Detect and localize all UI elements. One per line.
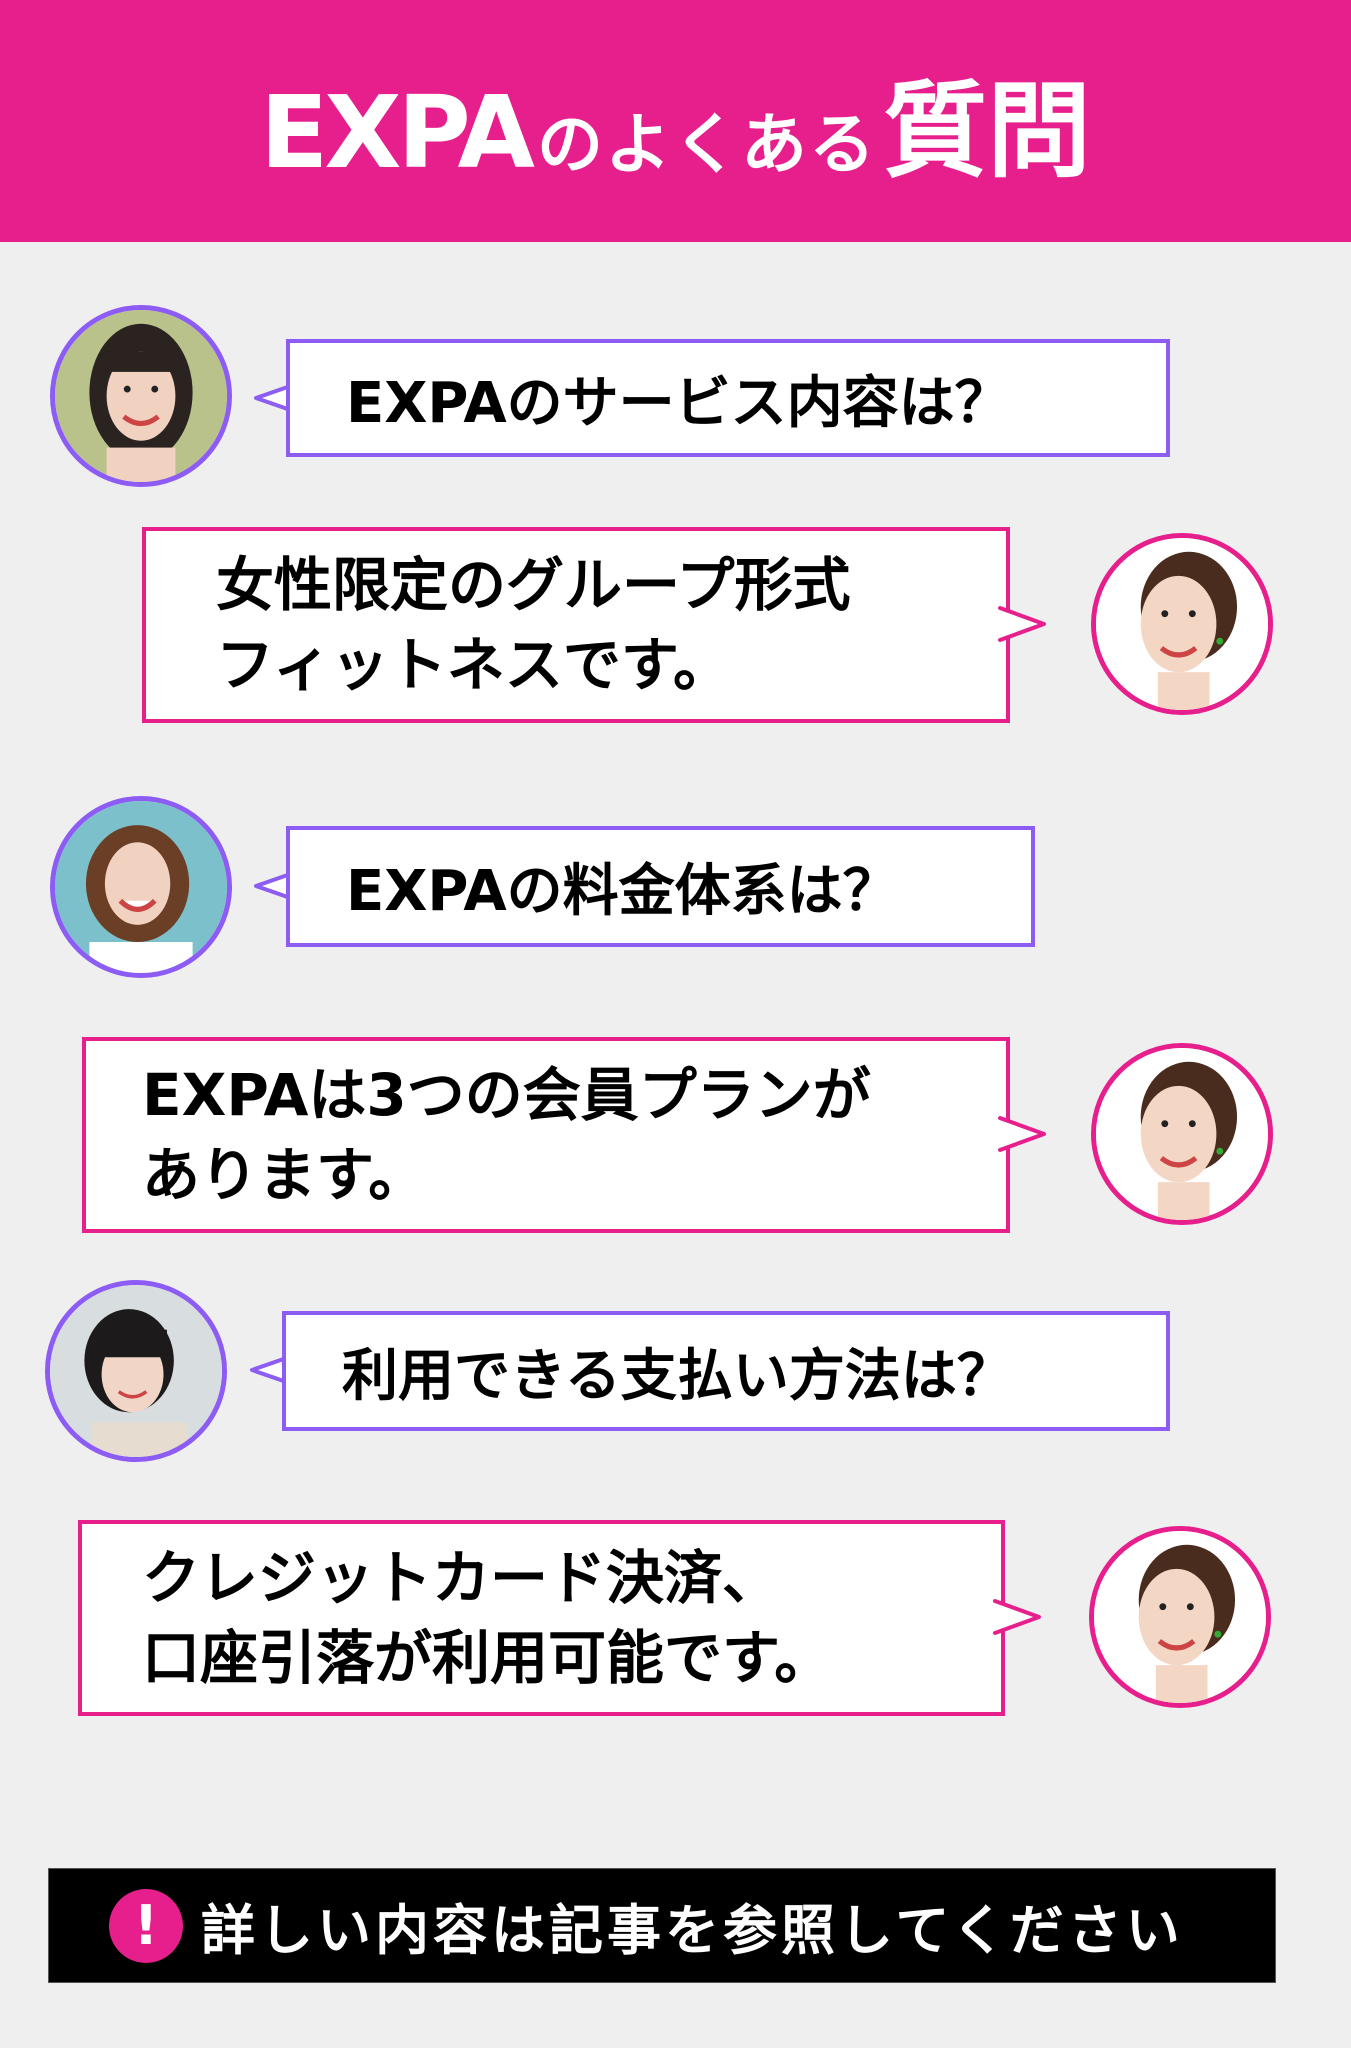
- question-text: 利用できる支払い方法は？: [342, 1343, 1013, 1409]
- question-text: EXPAのサービス内容は？: [346, 370, 1011, 436]
- bubble-tail-icon: [993, 1599, 1041, 1635]
- instructor-avatar: [1091, 533, 1273, 715]
- answer-bubble: クレジットカード決済、 口座引落が利用可能です。: [78, 1520, 1005, 1716]
- avatar-portrait-icon: [50, 1285, 222, 1457]
- footer-text: 詳しい内容は記事を参照してください: [201, 1899, 1184, 1962]
- woman-short-hair-avatar: [45, 1280, 227, 1462]
- woman-bob-hair-avatar: [50, 796, 232, 978]
- title-end: 質問: [882, 69, 1091, 192]
- question-text: EXPAの料金体系は？: [346, 859, 899, 924]
- footer-notice: ! 詳しい内容は記事を参照してください: [48, 1868, 1276, 1983]
- answer-text-line: 口座引落が利用可能です。: [142, 1624, 833, 1692]
- answer-text-line: 女性限定のグループ形式: [216, 551, 851, 619]
- woman-long-hair-avatar: [50, 305, 232, 487]
- instructor-avatar: [1089, 1526, 1271, 1708]
- exclamation-icon: !: [109, 1888, 183, 1963]
- answer-text-line: フィットネスです。: [216, 631, 732, 699]
- page-title: EXPA のよくある 質問: [260, 46, 1091, 197]
- avatar-portrait-icon: [1096, 538, 1268, 710]
- avatar-portrait-icon: [55, 801, 227, 973]
- title-brand: EXPA: [260, 73, 535, 191]
- answer-text-line: クレジットカード決済、: [142, 1544, 781, 1612]
- title-middle: のよくある: [536, 105, 877, 183]
- question-bubble: EXPAのサービス内容は？: [286, 339, 1170, 457]
- question-bubble: 利用できる支払い方法は？: [282, 1311, 1170, 1431]
- answer-text-line: あります。: [142, 1141, 427, 1209]
- answer-text-line: EXPAは3つの会員プランが: [142, 1061, 871, 1129]
- bubble-tail-icon: [998, 1116, 1046, 1152]
- avatar-portrait-icon: [55, 310, 227, 482]
- instructor-avatar: [1091, 1043, 1273, 1225]
- avatar-portrait-icon: [1094, 1531, 1266, 1703]
- avatar-portrait-icon: [1096, 1048, 1268, 1220]
- answer-bubble: EXPAは3つの会員プランが あります。: [82, 1037, 1010, 1233]
- bubble-tail-icon: [998, 606, 1046, 642]
- answer-bubble: 女性限定のグループ形式 フィットネスです。: [142, 527, 1010, 723]
- header-banner: EXPA のよくある 質問: [0, 0, 1351, 242]
- question-bubble: EXPAの料金体系は？: [286, 826, 1035, 947]
